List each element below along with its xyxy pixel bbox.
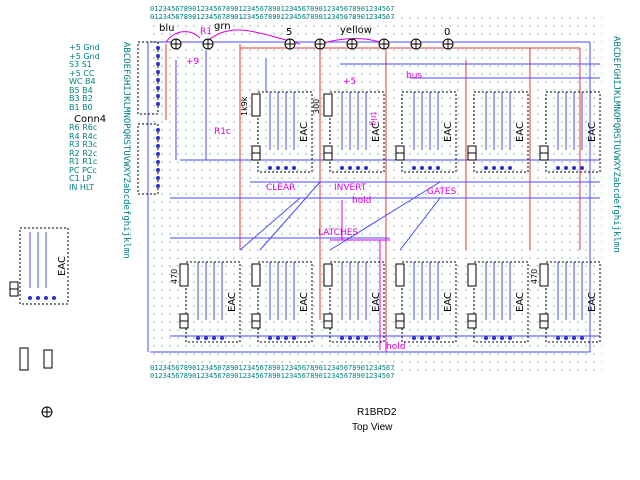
wire-label-plus9: +9 <box>186 57 200 67</box>
section-label-invert: INVERT <box>334 183 367 193</box>
left-letter-column: ABCDEFGHIJKLMNOPQRSTUVWXYZabcdefghijklmn <box>121 42 131 259</box>
connector-pin: B1 B0 <box>69 102 93 112</box>
wire-label-r1c: R1c <box>214 127 231 137</box>
connector-pin: IN HLT <box>69 182 95 192</box>
wire-label-yellow: yellow <box>340 25 372 36</box>
connector-top-pins: +5 Gnd +5 Gnd S3 S1 +5 CC WC B4 B5 B4 B3… <box>69 43 100 112</box>
resistor-label-1k9k: 1k9k <box>240 96 249 116</box>
diodes <box>9 145 549 329</box>
section-label-gates: GATES <box>427 187 457 197</box>
svg-text:012345678901234567890123456789: 0123456789012345678901234567890123456789… <box>150 372 394 380</box>
resistor-label-470-left: 470 <box>170 268 179 284</box>
wire-label-plus5: +5 <box>343 77 357 87</box>
resistor-label-300: 300 <box>312 98 321 114</box>
bottom-pin-strip: 0123456789012345678901234567890123456789… <box>150 364 394 380</box>
connector-pin: +5 CC <box>69 68 95 78</box>
connector-pin: R6 R6c <box>69 123 98 132</box>
relay-label: EAC <box>371 292 382 312</box>
connector-pin: C1 LP <box>69 174 92 183</box>
lone-pad <box>41 406 53 418</box>
resistor-label-470-right: 470 <box>530 268 539 284</box>
section-label-latches: LATCHES <box>318 228 359 238</box>
relay-label: EAC <box>227 292 238 312</box>
relay-label: EAC <box>443 122 454 142</box>
connector-pin: R4 R4c <box>69 131 98 141</box>
right-letter-column: ABCDEFGHIJKLMNOPQRSTUVWXYZabcdefghijklmn <box>611 36 621 253</box>
svg-text:012345678901234567890123456789: 0123456789012345678901234567890123456789… <box>150 5 394 13</box>
relay-contacts <box>29 92 583 320</box>
relay-pads <box>28 166 584 340</box>
connector-name: Conn4 <box>74 114 107 125</box>
magenta-wires <box>165 29 390 352</box>
svg-text:012345678901234567890123456789: 0123456789012345678901234567890123456789… <box>150 13 394 21</box>
relay-module-standalone <box>19 227 69 305</box>
connector-pin: WC B4 <box>69 77 96 86</box>
connector-pin: +5 Gnd <box>69 43 100 52</box>
top-pin-strip: 0123456789012345678901234567890123456789… <box>150 5 394 21</box>
connector-block <box>137 41 160 195</box>
relay-modules-bottom <box>185 261 601 343</box>
connector-pin: B3 B2 <box>69 94 93 103</box>
relay-label: EAC <box>371 122 382 142</box>
connector-pin: R1 R1c <box>69 157 98 166</box>
resistors <box>19 93 549 371</box>
relay-label: EAC <box>515 292 526 312</box>
section-label-clear: CLEAR <box>266 183 296 193</box>
connector-bottom-pins: R6 R6c R4 R4c R3 R3c R2 R2c R1 R1c PC PC… <box>69 123 98 192</box>
relay-label: EAC <box>299 122 310 142</box>
relay-label: EAC <box>587 122 598 142</box>
wire-label-blu: blu <box>159 23 175 34</box>
wire-label-bus: bus <box>406 71 423 81</box>
wire-label-grn: grn <box>214 21 231 32</box>
wire-label-5: 5 <box>286 27 293 38</box>
connector-pin: PC PCc <box>69 165 97 175</box>
relay-label: EAC <box>299 292 310 312</box>
wire-label-r1: R1 <box>200 27 212 37</box>
board-subtitle: Top View <box>352 422 393 433</box>
relay-label: EAC <box>57 256 68 276</box>
top-power-pads <box>170 38 454 50</box>
connector-pin: B5 B4 <box>69 85 93 95</box>
relay-modules-top <box>257 91 601 173</box>
connector-pin: R3 R3c <box>69 140 98 149</box>
board-title: R1BRD2 <box>357 407 397 418</box>
section-label-hold-bottom: hold <box>386 342 406 352</box>
relay-label: EAC <box>587 292 598 312</box>
relay-label: EAC <box>443 292 454 312</box>
relay-label: EAC <box>515 122 526 142</box>
svg-text:012345678901234567890123456789: 0123456789012345678901234567890123456789… <box>150 364 394 372</box>
red-wires <box>165 44 581 348</box>
section-label-hold-top: hold <box>352 196 372 206</box>
connector-pin: S3 S1 <box>69 60 92 69</box>
connector-pin: +5 Gnd <box>69 51 100 61</box>
wire-label-0: 0 <box>444 27 451 38</box>
board-grid <box>148 14 602 372</box>
connector-pin: R2 R2c <box>69 148 98 158</box>
